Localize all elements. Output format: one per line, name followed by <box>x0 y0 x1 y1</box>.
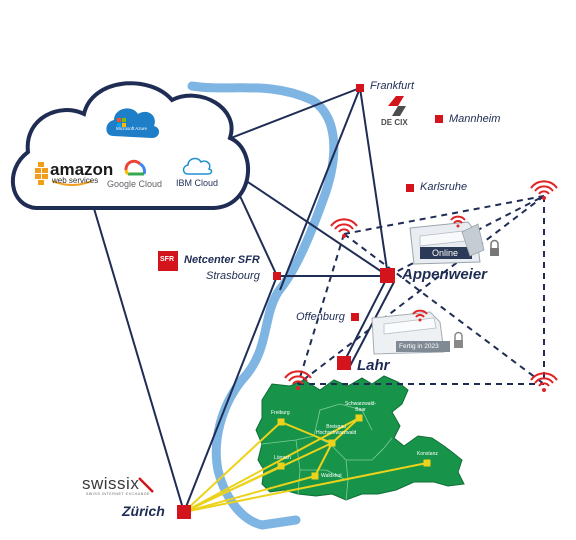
wireless-mesh <box>297 195 545 385</box>
node-lahr <box>337 356 351 370</box>
node-breisgau <box>328 439 336 447</box>
node-frankfurt <box>356 84 364 92</box>
city-nodes <box>177 84 443 519</box>
google-cloud-label: Google Cloud <box>107 179 163 189</box>
node-konstanz <box>423 459 431 467</box>
azure-logo <box>106 108 160 138</box>
decix-label: DE CIX <box>381 118 408 127</box>
aws-smile-icon <box>51 180 93 186</box>
zurich-links <box>183 417 428 513</box>
azure-caption: Microsoft Azure <box>116 126 148 131</box>
label-zurich: Zürich <box>122 503 165 519</box>
datacenter-fertig <box>371 311 463 355</box>
region-freiburg: Freiburg <box>271 410 290 416</box>
cloud-shape <box>10 81 251 210</box>
label-lahr: Lahr <box>357 357 390 374</box>
online-tag: Online <box>432 248 459 258</box>
google-cloud-icon <box>124 159 146 176</box>
wifi-icon <box>530 372 558 392</box>
region-schwarzwald: Schwarzwald- Baar <box>345 401 377 413</box>
wifi-icon-small <box>412 309 428 322</box>
label-appenweier: Appenweier <box>402 266 488 283</box>
node-offenburg <box>351 313 359 321</box>
label-strasbourg: Strasbourg <box>206 270 260 282</box>
label-offenburg: Offenburg <box>296 311 345 323</box>
sfr-logo <box>158 251 178 271</box>
wifi-icon <box>284 370 312 390</box>
swissix-label: swissix <box>82 474 140 493</box>
sfr-mark: SFR <box>160 256 174 263</box>
node-loerrach <box>277 462 285 470</box>
region-loerrach: Lörrach <box>274 455 291 461</box>
node-waldshut <box>311 472 319 480</box>
aws-name: amazon <box>50 160 114 179</box>
ibm-cloud-icon <box>182 157 213 175</box>
node-zurich <box>177 505 191 519</box>
region-konstanz: Konstanz <box>417 451 438 457</box>
wifi-antennas <box>284 180 558 392</box>
region-breisgau: Breisgau Hochschwarzwald <box>316 424 357 436</box>
datacenter-online <box>409 221 499 265</box>
wifi-icon-small <box>450 215 466 228</box>
aws-logo-icon <box>35 162 48 185</box>
swissix-x-mark <box>138 477 154 493</box>
node-schwarzwald <box>355 414 363 422</box>
backbone-links <box>89 87 395 513</box>
node-freiburg <box>277 418 285 426</box>
node-appenweier <box>380 268 395 283</box>
ibm-cloud-label: IBM Cloud <box>176 178 219 188</box>
decix-logo <box>388 96 406 116</box>
sfr-label: Netcenter SFR <box>184 254 260 266</box>
label-mannheim: Mannheim <box>449 113 501 125</box>
wifi-icon <box>330 218 358 238</box>
region-waldshut: Waldshut <box>321 473 342 479</box>
region-nodes <box>277 414 431 480</box>
region-area <box>255 375 465 501</box>
node-karlsruhe <box>406 184 414 192</box>
wifi-icon <box>530 180 558 200</box>
node-mannheim <box>435 115 443 123</box>
node-strasbourg <box>273 272 281 280</box>
label-karlsruhe: Karlsruhe <box>420 181 468 193</box>
swissix-sub: SWISS INTERNET EXCHANGE <box>86 492 151 496</box>
aws-sub: web services <box>52 176 99 185</box>
label-frankfurt: Frankfurt <box>370 80 415 92</box>
fertig-tag: Fertig in 2023 <box>399 343 439 350</box>
